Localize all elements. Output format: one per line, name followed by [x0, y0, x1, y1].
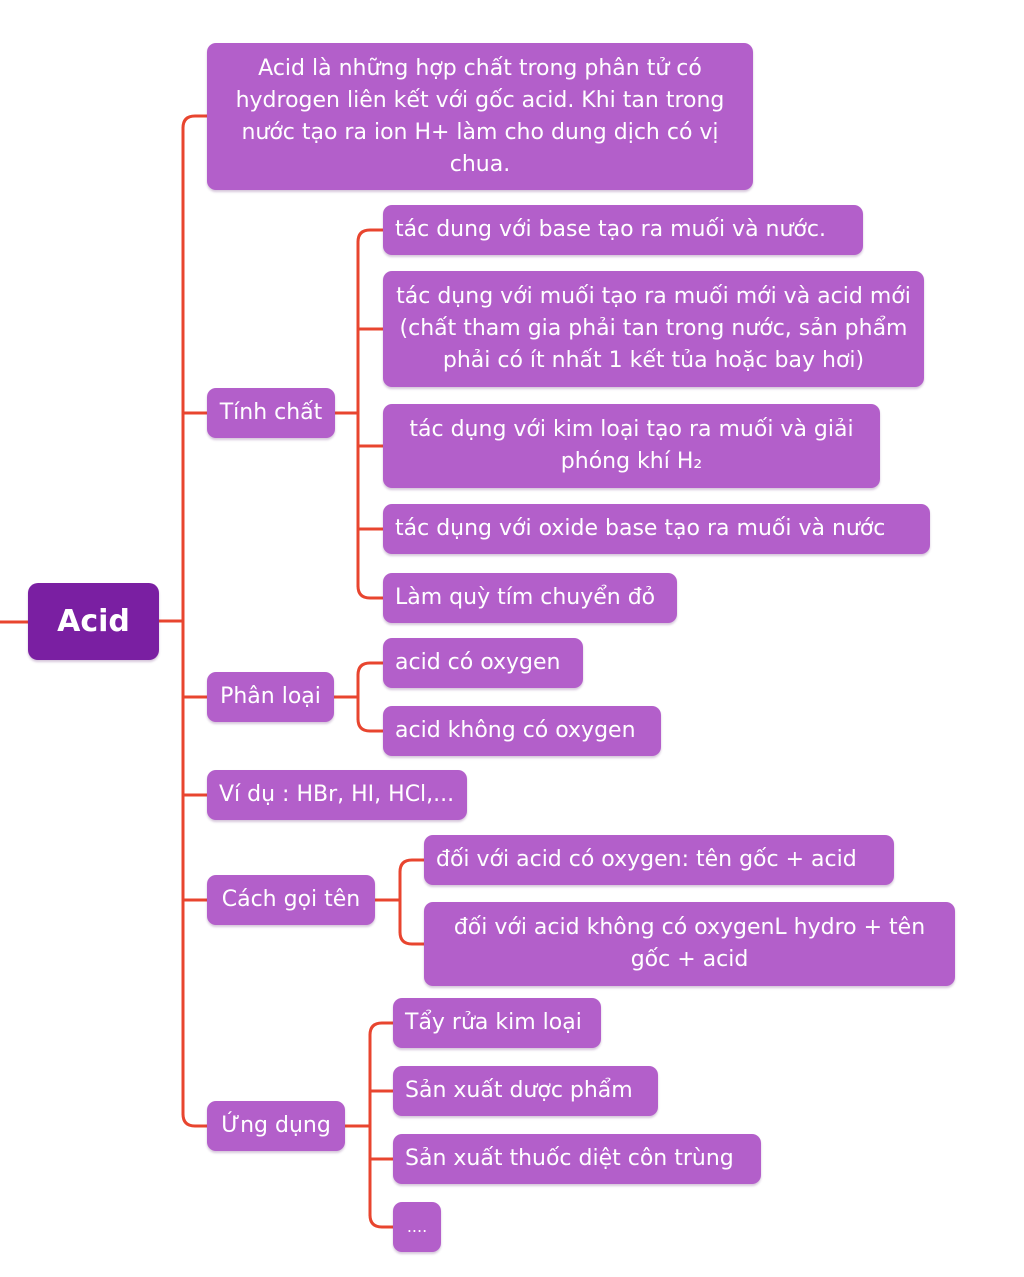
applications-node[interactable]: Ứng dụng: [207, 1101, 345, 1151]
classification-node[interactable]: Phân loại: [207, 672, 334, 722]
connector-line: [368, 1213, 395, 1229]
connector-line: [368, 1021, 395, 1037]
connector-line: [181, 114, 209, 130]
classification-item[interactable]: acid có oxygen: [383, 638, 583, 688]
application-item[interactable]: ....: [393, 1202, 441, 1252]
property-item[interactable]: Làm quỳ tím chuyển đỏ: [383, 573, 677, 623]
definition-node[interactable]: Acid là những hợp chất trong phân tử có …: [207, 43, 753, 190]
root-node-acid[interactable]: Acid: [28, 583, 159, 660]
property-item[interactable]: tác dụng với oxide base tạo ra muối và n…: [383, 504, 930, 554]
application-item[interactable]: Sản xuất dược phẩm: [393, 1066, 658, 1116]
connector-line: [398, 858, 426, 874]
connector-line: [356, 584, 385, 600]
classification-item[interactable]: acid không có oxygen: [383, 706, 661, 756]
naming-node[interactable]: Cách gọi tên: [207, 875, 375, 925]
properties-node[interactable]: Tính chất: [207, 388, 335, 438]
application-item[interactable]: Sản xuất thuốc diệt côn trùng: [393, 1134, 761, 1184]
examples-node[interactable]: Ví dụ : HBr, HI, HCl,...: [207, 770, 467, 820]
connector-line: [356, 228, 385, 244]
application-item[interactable]: Tẩy rửa kim loại: [393, 998, 601, 1048]
connector-line: [398, 930, 426, 946]
naming-item[interactable]: đối với acid có oxygen: tên gốc + acid: [424, 835, 894, 885]
connector-line: [181, 1112, 209, 1128]
connector-line: [356, 661, 385, 677]
property-item[interactable]: tác dụng với muối tạo ra muối mới và aci…: [383, 271, 924, 387]
naming-item[interactable]: đối với acid không có oxygenL hydro + tê…: [424, 902, 955, 986]
property-item[interactable]: tác dụng với kim loại tạo ra muối và giả…: [383, 404, 880, 488]
connector-line: [356, 717, 385, 733]
property-item[interactable]: tác dung với base tạo ra muối và nước.: [383, 205, 863, 255]
